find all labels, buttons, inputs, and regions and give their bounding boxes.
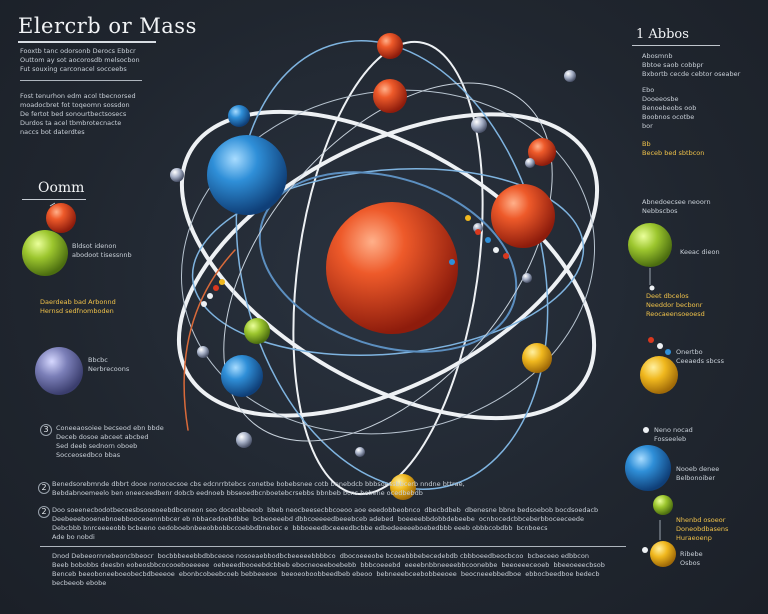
- right-yellow-label: Onertbo Ceeaeds sbcss: [676, 348, 724, 365]
- right-title-underline: [632, 45, 720, 46]
- legend-green-ball: [22, 230, 68, 276]
- note-a-text: Benedsorebmnde dbbrt dooe nonocecsoe cbs…: [52, 480, 465, 497]
- red-particle-top: [377, 33, 403, 59]
- left-intro-text: Fooxtb tanc odorsonb Derocs Ebbcr Outtom…: [20, 47, 140, 73]
- legend-dot-top-blue: [643, 427, 649, 433]
- right-blue-description: Nooeb denee Belbonoiber: [676, 465, 720, 482]
- right-mid-text: Ebo Dooeeosbe Benoebeobs oob Boobnos oco…: [642, 86, 697, 130]
- right-panel-title: 1 Abbos: [636, 27, 689, 42]
- right-green-label: Keeac dieon: [680, 248, 720, 256]
- right-red-text: Bb Beceb bed sbtbcon: [642, 140, 705, 157]
- left-body-text: Fost tenurhon edm acol tbecnorsed moadoc…: [20, 92, 136, 136]
- blue-particle-lower: [221, 355, 263, 397]
- orbit-2: [179, 109, 597, 421]
- right-blue-label: Neno nocad Fosseeleb: [654, 426, 693, 443]
- orbit-7: [258, 171, 518, 353]
- gray-particle-6: [197, 346, 209, 358]
- legend-blue-ball-right: [625, 445, 671, 491]
- note-number-2b: 2: [38, 506, 50, 518]
- blue-particle-large: [207, 135, 287, 215]
- purple-ball-label: Bbcbc Nerbrecoons: [88, 356, 130, 373]
- legend-red-ball: [46, 203, 76, 233]
- legend-dot-blue: [665, 349, 671, 355]
- note-number-3: 3: [40, 424, 52, 436]
- nucleus: [326, 202, 458, 334]
- page-title: Elercrb or Mass: [18, 14, 197, 38]
- orbit-3: [292, 40, 484, 496]
- right-top-text: Abosmnb Bbtoe saob cobbpr Bxbortb cecde …: [642, 52, 741, 78]
- electron-beads: [201, 215, 509, 307]
- green-particle-center: [244, 318, 270, 344]
- legend-green-ball-right: [628, 223, 672, 267]
- gray-particle-2: [170, 168, 184, 182]
- gray-particle-1: [471, 117, 487, 133]
- note-b-text: Doo soeenecbodotbecoesbsooeoeebdbceneon …: [52, 506, 599, 541]
- orbit-8: [223, 82, 553, 442]
- red-particle-right: [491, 184, 555, 248]
- right-small-green-label: Nhenbd osoeor Doneobdbasens Huraeoenp: [676, 516, 729, 542]
- right-yellow-bottom-label: Ribebe Osbos: [680, 550, 703, 567]
- gray-particle-3: [236, 432, 252, 448]
- legend-pointer: [49, 202, 56, 207]
- red-particle-small-right: [528, 138, 556, 166]
- yellow-particle-right: [522, 343, 552, 373]
- orbit-6: [180, 89, 596, 435]
- legend-green-ball-small: [653, 495, 673, 515]
- gray-particle-5: [522, 273, 532, 283]
- legend-dot-white: [657, 343, 663, 349]
- green-ball-label: Bldsot idenon abodoot tisessnnb: [72, 242, 132, 259]
- legend-dot-red: [648, 337, 654, 343]
- gray-particle-9: [525, 158, 535, 168]
- note-number-2a: 2: [38, 482, 50, 494]
- bottom-divider: [40, 546, 626, 547]
- blue-particle-small-top: [228, 105, 250, 127]
- note-3-text: Coneeaosoiee becseod ebn bbde Deceb doso…: [56, 424, 164, 459]
- yellow-particle-bottom: [390, 474, 416, 500]
- left-divider: [20, 80, 142, 81]
- orbit-arc-left: [183, 249, 236, 431]
- gray-particle-4: [564, 70, 576, 82]
- legend-purple-ball: [35, 347, 83, 395]
- note-c-text: Dnod Debeeornnebeoncbbeocr bocbbbeeebbdb…: [52, 552, 605, 587]
- title-underline: [18, 41, 156, 43]
- legend-dot-green: [649, 285, 655, 291]
- right-green-header: Abnedoecsee neoorn Nebbscbos: [642, 198, 711, 215]
- legend-yellow-ball-small: [650, 541, 676, 567]
- gray-particle-7: [355, 447, 365, 457]
- legend-yellow-ball-right: [640, 356, 678, 394]
- red-particle-mid: [373, 79, 407, 113]
- legend-dot-bottom: [642, 547, 648, 553]
- left-section-title: Oomm: [38, 180, 85, 196]
- orbit-1: [176, 112, 600, 418]
- right-green-description: Deet dbcelos Needdor becbonr Reocaeensoe…: [646, 292, 705, 318]
- green-ball-description: Daerdeab bad Arbonnd Hernsd sedfnomboden: [40, 298, 116, 315]
- orbit-5: [191, 168, 585, 356]
- section-underline: [22, 199, 86, 200]
